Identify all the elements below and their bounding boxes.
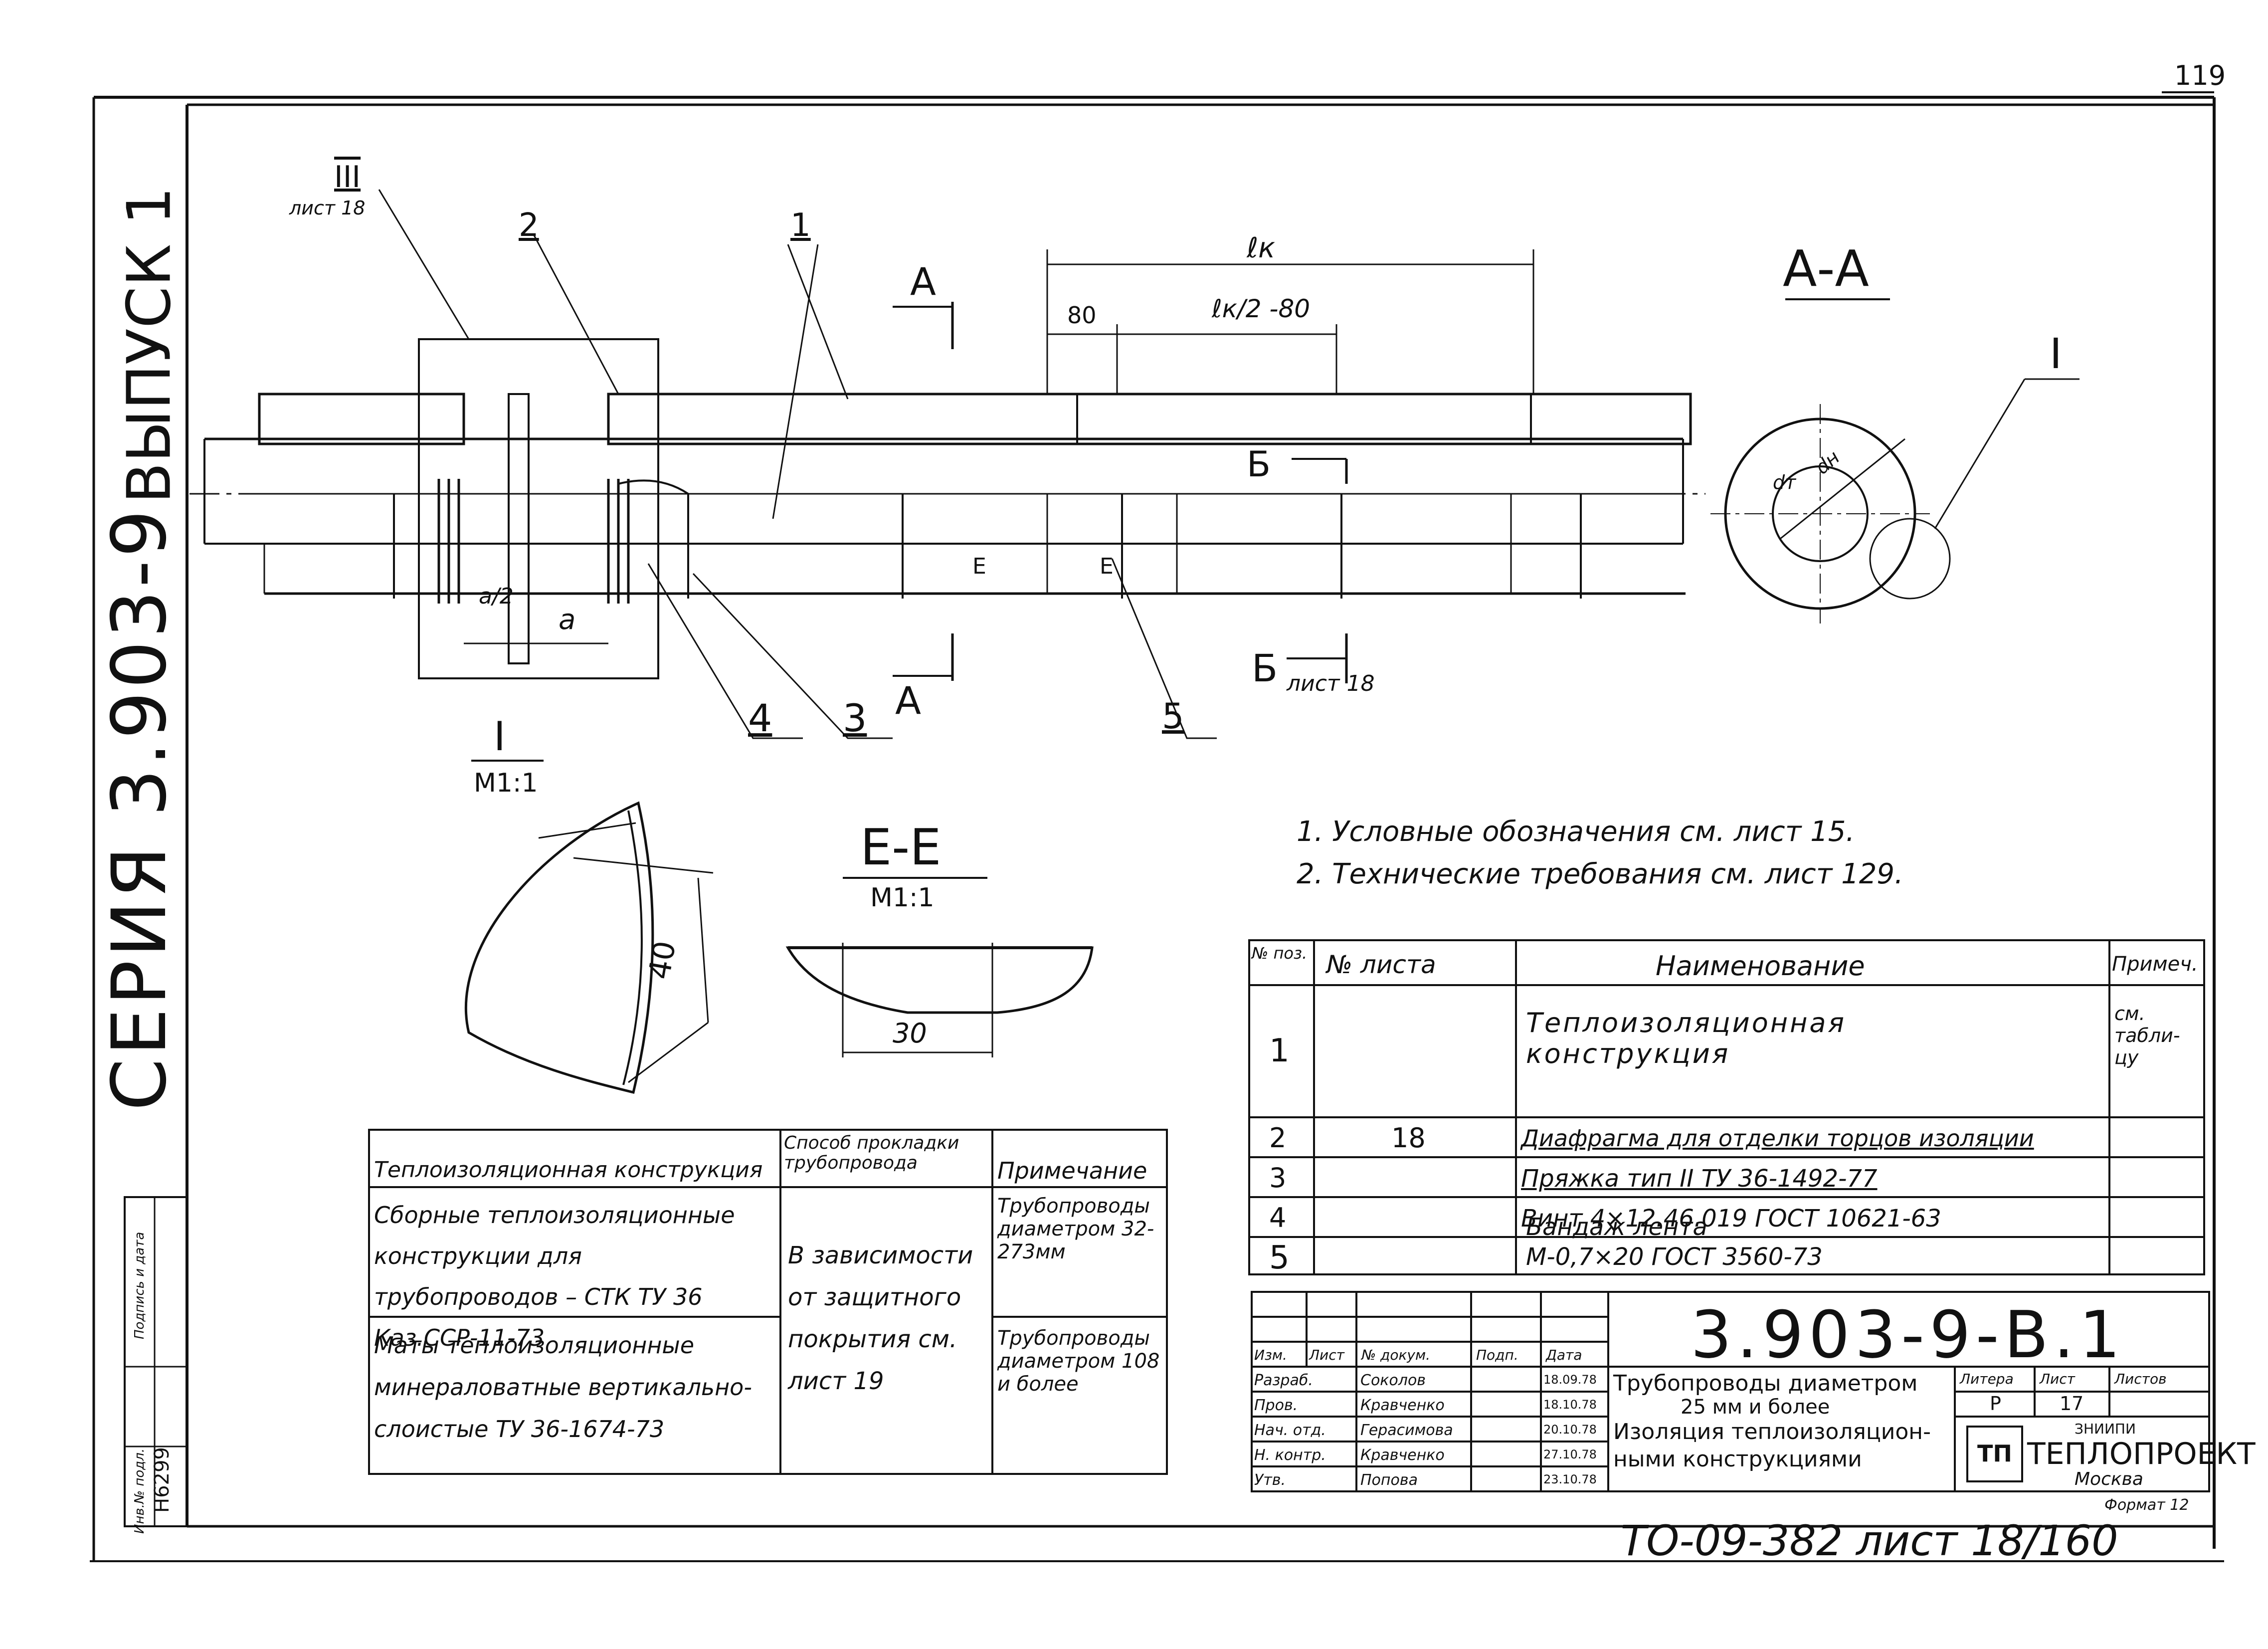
spec-row-2-name: Диафрагма для отделки торцов изоляции <box>1521 1125 2034 1152</box>
tb-date-1: 18.09.78 <box>1543 1373 1597 1387</box>
section-A-top: А <box>910 259 936 304</box>
tb-title-1: Трубопроводы диаметром <box>1613 1371 1918 1396</box>
tb-name-1: Соколов <box>1360 1372 1426 1389</box>
tb-role-1: Разраб. <box>1254 1372 1313 1389</box>
tb-stage-value-1: Р <box>1990 1393 2001 1415</box>
tb-date-4: 27.10.78 <box>1543 1447 1597 1461</box>
tb-head-sign: Подп. <box>1476 1347 1518 1363</box>
ins-head-1: Теплоизоляционная конструкция <box>374 1157 763 1183</box>
spec-row-5-pos: 5 <box>1269 1239 1290 1276</box>
dt-label: dт <box>1773 471 1796 493</box>
dim-lk: ℓк <box>1247 232 1275 264</box>
detail-I-scale: М1:1 <box>474 768 538 798</box>
ins-row-2-c1: Маты теплоизоляционные минераловатные ве… <box>374 1332 752 1443</box>
tb-role-4: Н. контр. <box>1254 1446 1326 1464</box>
dim-80: 80 <box>1067 302 1097 329</box>
section-A-bottom: А <box>895 678 921 723</box>
inv-number: Н6299 <box>151 1447 174 1513</box>
spec-head-pos: № поз. <box>1252 944 1308 963</box>
tb-name-5: Попова <box>1360 1471 1418 1489</box>
tb-role-5: Утв. <box>1254 1471 1286 1489</box>
ins-head-3: Примечание <box>997 1157 1147 1184</box>
spec-row-3-name: Пряжка тип II ТУ 36-1492-77 <box>1521 1165 1878 1193</box>
tb-stage-label-2: Лист <box>2040 1371 2075 1387</box>
section-AA-title: А-А <box>1783 239 1869 298</box>
ins-head-2: Способ прокладки трубопровода <box>784 1133 959 1173</box>
tb-stage-label-1: Литера <box>1960 1371 2014 1387</box>
spec-head-sheet: № листа <box>1326 950 1436 979</box>
spec-row-5-name: Бандаж лента М-0,7×20 ГОСТ 3560-73 <box>1526 1213 1823 1271</box>
tb-head-date: Дата <box>1546 1347 1582 1363</box>
tb-head-list: Лист <box>1309 1347 1344 1363</box>
tb-stage-value-2: 17 <box>2060 1393 2084 1415</box>
tb-title-4: ными конструкциями <box>1613 1446 1862 1472</box>
callout-5: 5 <box>1162 696 1184 737</box>
detail-I-dim: 40 <box>642 938 683 982</box>
view-III-sheet: лист 18 <box>289 197 366 219</box>
view-III-label: III <box>334 160 361 195</box>
series-title: СЕРИЯ 3.903-9 <box>96 506 183 1111</box>
page-number: 119 <box>2174 60 2226 91</box>
callout-1: 1 <box>790 207 811 244</box>
tb-role-3: Нач. отд. <box>1254 1422 1326 1439</box>
stamp-label-sign: Подпись и дата <box>132 1232 147 1339</box>
section-B-top: Б <box>1247 444 1271 485</box>
spec-head-name: Наименование <box>1656 950 1865 982</box>
note-2: 2. Технические требования см. лист 129. <box>1297 858 1903 890</box>
detail-EE-scale: М1:1 <box>870 883 935 913</box>
spec-row-2-sheet: 18 <box>1391 1122 1426 1154</box>
section-B-sheet: лист 18 <box>1287 671 1375 696</box>
issue-title: ВЫПУСК 1 <box>115 187 185 504</box>
tb-head-izm: Изм. <box>1254 1347 1287 1363</box>
callout-2: 2 <box>519 207 539 244</box>
ins-row-2-c3: Трубопроводы диаметром 108 и более <box>997 1327 1160 1396</box>
drawing-code: 3.903-9-В.1 <box>1691 1297 2125 1373</box>
tb-org-top: ЗНИИПИ <box>2075 1421 2136 1437</box>
svg-text:ТП: ТП <box>1977 1440 2012 1467</box>
spec-row-1-note: см. табли-цу <box>2114 1003 2180 1068</box>
ins-row-1-c2: В зависимости от защитного покрытия см. … <box>788 1241 973 1395</box>
tb-title-3: Изоляция теплоизоляцион- <box>1613 1419 1931 1444</box>
callout-4: 4 <box>748 696 772 740</box>
detail-I-title: I <box>494 713 506 760</box>
spec-row-2-pos: 2 <box>1269 1122 1287 1154</box>
dim-a: a <box>559 604 576 636</box>
tb-date-5: 23.10.78 <box>1543 1472 1597 1486</box>
roman-I-callout: I <box>2050 329 2062 378</box>
tb-stage-label-3: Листов <box>2114 1371 2167 1387</box>
stamp-label-inv: Инв.№ подл. <box>132 1448 147 1534</box>
tb-head-doc: № докум. <box>1361 1347 1431 1363</box>
spec-row-3-pos: 3 <box>1269 1162 1287 1194</box>
spec-head-note: Примеч. <box>2112 953 2198 976</box>
dim-a-half: a/2 <box>479 584 514 609</box>
tb-date-3: 20.10.78 <box>1543 1423 1597 1437</box>
dim-lk2: ℓк/2 -80 <box>1212 294 1311 323</box>
tb-name-3: Герасимова <box>1360 1422 1453 1439</box>
spec-row-1-pos: 1 <box>1269 1032 1290 1069</box>
tb-name-2: Кравченко <box>1360 1397 1445 1414</box>
tb-title-2: 25 мм и более <box>1681 1396 1830 1419</box>
section-B-bottom: Б <box>1252 646 1278 690</box>
e-mark-2: Е <box>1100 554 1114 579</box>
tb-name-4: Кравченко <box>1360 1446 1445 1464</box>
detail-EE-title: Е-Е <box>860 818 942 876</box>
tb-format: Формат 12 <box>2104 1496 2189 1514</box>
spec-row-1-name: Теплоизоляционная конструкция <box>1526 1007 1846 1069</box>
tb-org-city: Москва <box>2075 1469 2143 1489</box>
spec-row-4-pos: 4 <box>1269 1202 1287 1234</box>
detail-EE-dim: 30 <box>893 1018 927 1049</box>
tb-org-name: ТЕПЛОПРОЕКТ <box>2027 1437 2256 1471</box>
tb-role-2: Пров. <box>1254 1397 1298 1414</box>
note-1: 1. Условные обозначения см. лист 15. <box>1297 816 1855 848</box>
ins-row-1-c3: Трубопроводы диаметром 32-273мм <box>997 1195 1154 1263</box>
spec-row-4-name: Винт 4×12.46.019 ГОСТ 10621-63 <box>1521 1205 1941 1233</box>
tb-date-2: 18.10.78 <box>1543 1398 1597 1412</box>
footer-doc-ref: ТО-09-382 лист 18/160 <box>1621 1516 2118 1565</box>
e-mark-1: Е <box>972 554 986 579</box>
ins-row-1-c1: Сборные теплоизоляционные конструкции дл… <box>374 1202 735 1351</box>
callout-3: 3 <box>843 696 867 740</box>
